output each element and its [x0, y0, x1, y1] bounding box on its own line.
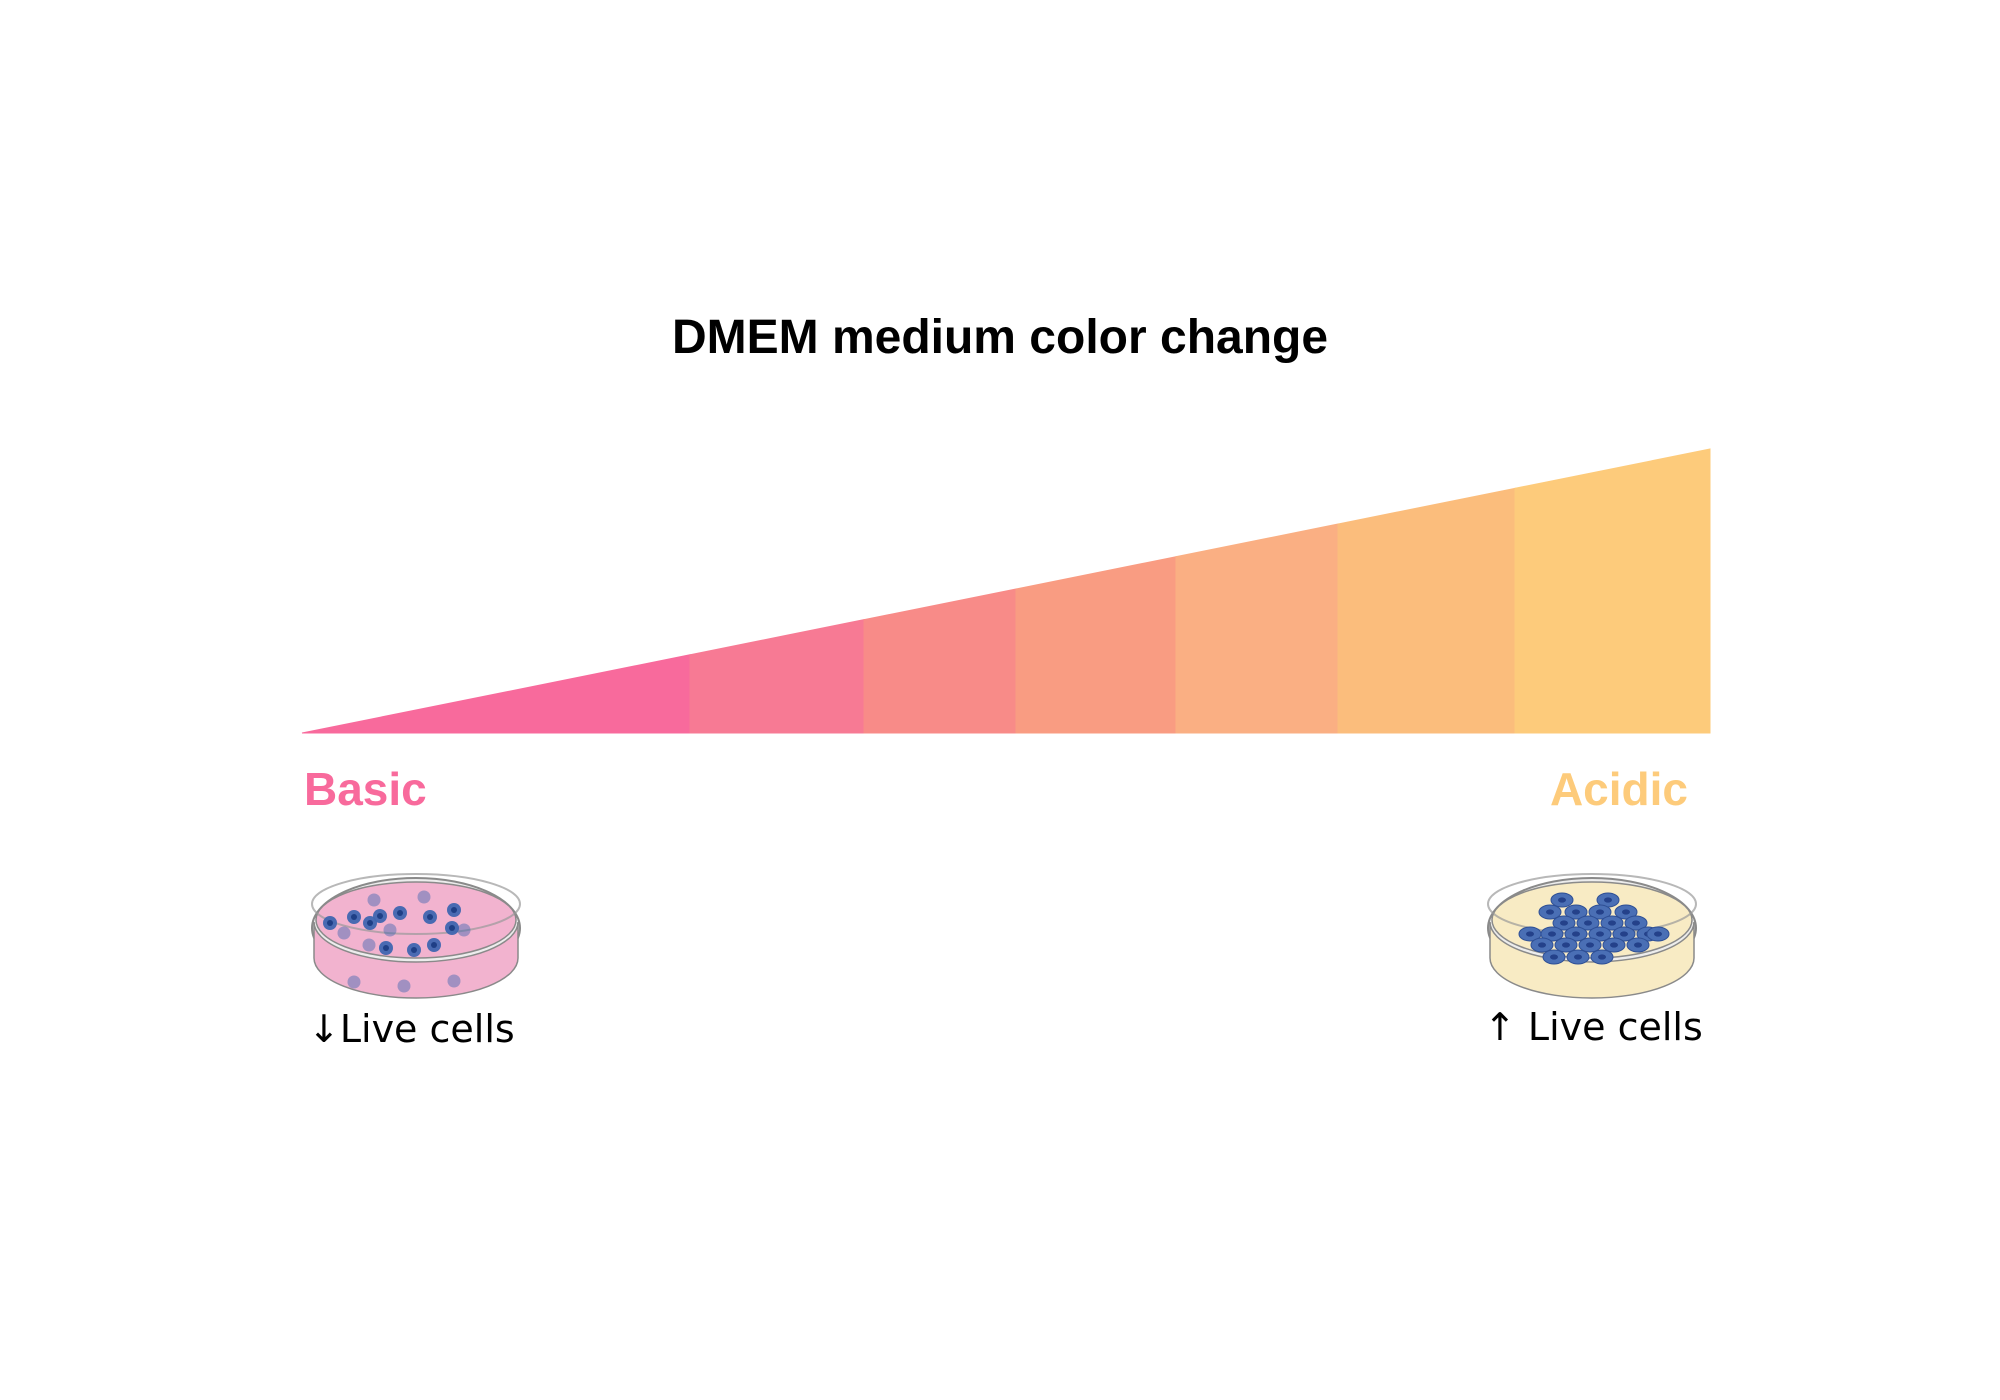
cell-nucleus — [449, 925, 455, 931]
cell-nucleus — [1598, 954, 1606, 960]
cell-nucleus — [1654, 931, 1662, 937]
cell-nucleus — [1604, 897, 1612, 903]
gradient-segment — [863, 588, 1017, 734]
cell-nucleus — [1584, 920, 1592, 926]
petri-dish-sparse-cells-icon — [311, 873, 521, 999]
cell — [383, 923, 397, 937]
cell-nucleus — [1596, 909, 1604, 915]
gradient-segment — [1337, 487, 1516, 734]
cell-nucleus — [411, 947, 417, 953]
cell — [337, 926, 351, 940]
cell-nucleus — [383, 945, 389, 951]
cell-nucleus — [1538, 942, 1546, 948]
left-live-cells-caption: ↓Live cells — [308, 1007, 515, 1051]
basic-label: Basic — [304, 763, 427, 815]
cell — [417, 890, 431, 904]
figure-title: DMEM medium color change — [671, 311, 1329, 364]
cell — [347, 975, 361, 989]
cell-nucleus — [1610, 942, 1618, 948]
petri-dish-dense-cells-icon — [1487, 873, 1697, 999]
cell-nucleus — [427, 914, 433, 920]
cell-nucleus — [1620, 931, 1628, 937]
cell-nucleus — [1572, 931, 1580, 937]
gradient-segment — [1175, 523, 1339, 734]
cell-nucleus — [1632, 920, 1640, 926]
cell-nucleus — [1634, 942, 1642, 948]
cell — [367, 893, 381, 907]
cell — [457, 923, 471, 937]
cell — [397, 979, 411, 993]
cell-nucleus — [1572, 909, 1580, 915]
gradient-segment — [1015, 556, 1177, 734]
cell-nucleus — [377, 913, 383, 919]
gradient-segment — [301, 654, 691, 734]
cell-nucleus — [367, 920, 373, 926]
cell-nucleus — [1550, 954, 1558, 960]
right-live-cells-caption: ↑ Live cells — [1484, 1005, 1703, 1049]
cell-nucleus — [1526, 931, 1534, 937]
cell-nucleus — [397, 910, 403, 916]
acidic-label: Acidic — [1549, 763, 1688, 815]
cell-nucleus — [431, 942, 437, 948]
cell-nucleus — [1622, 909, 1630, 915]
cell-nucleus — [1560, 920, 1568, 926]
cell-nucleus — [351, 914, 357, 920]
cell-nucleus — [1558, 897, 1566, 903]
cell-nucleus — [451, 907, 457, 913]
gradient-segment — [689, 619, 865, 734]
cell-nucleus — [1562, 942, 1570, 948]
cell-nucleus — [1608, 920, 1616, 926]
cell-nucleus — [1596, 931, 1604, 937]
cell — [362, 938, 376, 952]
cell-nucleus — [1574, 954, 1582, 960]
cell-nucleus — [327, 920, 333, 926]
cell — [447, 974, 461, 988]
cell-nucleus — [1546, 909, 1554, 915]
cell-nucleus — [1548, 931, 1556, 937]
gradient-segment — [1514, 448, 1711, 734]
cell-nucleus — [1586, 942, 1594, 948]
